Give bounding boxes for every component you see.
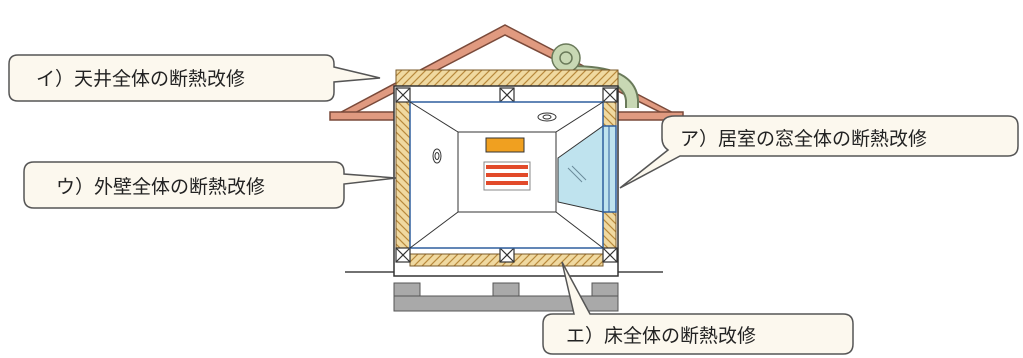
structural-posts: [395, 87, 618, 263]
left-wall-insulation: [395, 101, 411, 249]
callout-ceiling: イ）天井全体の断熱改修: [8, 54, 381, 102]
air-conditioner: [485, 137, 525, 153]
callout-wall-label: ウ）外壁全体の断熱改修: [56, 176, 265, 198]
foundation: [345, 271, 663, 312]
callout-wall: ウ）外壁全体の断熱改修: [23, 161, 397, 209]
right-wall-insulation-bottom: [602, 211, 617, 249]
callout-ceiling-label: イ）天井全体の断熱改修: [36, 68, 245, 90]
callout-floor: エ）床全体の断熱改修: [542, 261, 854, 355]
wall-outlet: [432, 148, 442, 164]
callout-window-label: ア）居室の窓全体の断熱改修: [680, 128, 927, 150]
heater: [483, 161, 531, 191]
callout-window: ア）居室の窓全体の断熱改修: [619, 115, 1019, 189]
window: [557, 125, 617, 213]
ceiling-light: [537, 112, 557, 122]
right-wall-insulation-top: [602, 101, 617, 127]
callout-floor-label: エ）床全体の断熱改修: [566, 325, 756, 347]
